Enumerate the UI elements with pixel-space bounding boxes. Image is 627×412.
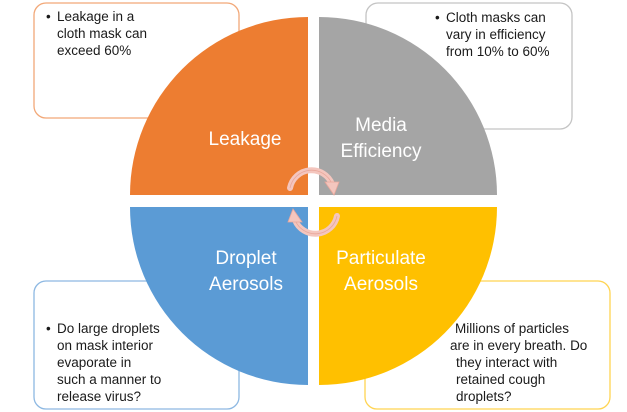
callout-particulate-line: droplets?	[456, 389, 512, 404]
callout-leakage-bullet: •	[46, 9, 51, 24]
callout-leakage-line: cloth mask can	[57, 26, 147, 41]
quadrant-leakage	[130, 17, 308, 195]
callout-droplet-line: evaporate in	[57, 355, 131, 370]
quadrant-particulate-aerosols	[319, 207, 497, 385]
callout-droplet-line: such a manner to	[57, 372, 161, 387]
callout-droplet-line: on mask interior	[57, 338, 154, 353]
callout-particulate-line: retained cough	[456, 372, 545, 387]
callout-droplet-bullet: •	[46, 321, 51, 336]
callout-leakage-line: exceed 60%	[57, 43, 131, 58]
callout-particulate-line: Millions of particles	[455, 321, 569, 336]
quadrant-particulate-label: Particulate	[336, 248, 426, 269]
callout-droplet-line: release virus?	[57, 389, 141, 404]
quadrant-droplet-aerosols	[130, 207, 308, 385]
callout-media-line: Cloth masks can	[446, 10, 546, 25]
callout-media-line: vary in efficiency	[446, 27, 546, 42]
callout-particulate-line: they interact with	[456, 355, 557, 370]
quadrant-particulate-label: Aerosols	[344, 274, 418, 295]
quadrant-media-label: Efficiency	[341, 141, 422, 162]
callout-droplet-line: Do large droplets	[57, 321, 160, 336]
quadrant-leakage-label: Leakage	[209, 129, 282, 150]
quadrant-media-label: Media	[355, 115, 407, 136]
callout-leakage-line: Leakage in a	[57, 9, 135, 24]
callout-media-line: from 10% to 60%	[446, 44, 550, 59]
cycle-arrows-icon	[287, 167, 340, 237]
quadrant-droplet-label: Aerosols	[209, 274, 283, 295]
quadrant-media-efficiency	[319, 17, 497, 195]
quadrant-droplet-label: Droplet	[215, 248, 277, 269]
callout-particulate-line: are in every breath. Do	[450, 338, 587, 353]
callout-media-bullet: •	[435, 10, 440, 25]
